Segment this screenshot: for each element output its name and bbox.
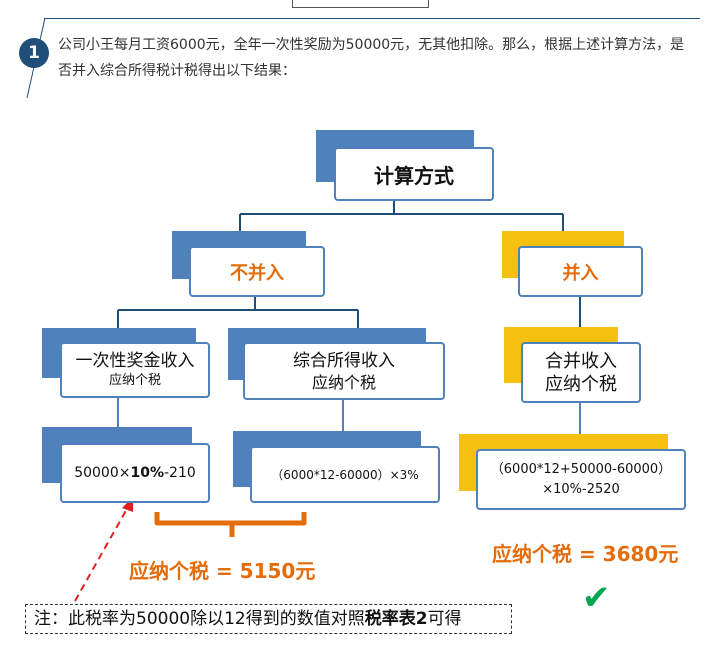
intro-text: 公司小王每月工资6000元，全年一次性奖励为50000元，无其他扣除。那么，根据… [58, 37, 685, 79]
leaf2-node: 综合所得收入 应纳个税 [243, 342, 445, 400]
leaf1-node: 一次性奖金收入 应纳个税 [60, 342, 210, 398]
leaf1-subtitle: 应纳个税 [108, 373, 161, 388]
root-node: 计算方式 [334, 147, 494, 201]
branch-left-node: 不并入 [189, 246, 325, 297]
checkmark-icon: ✔ [582, 578, 611, 618]
leaf3-node: 合并收入 应纳个税 [521, 342, 641, 403]
formula3-line1: （6000*12+50000-60000） [490, 461, 672, 477]
branch-right-node: 并入 [518, 246, 643, 297]
formula2-node: （6000*12-60000）×3% [250, 446, 440, 503]
footnote-box: 注：此税率为50000除以12得到的数值对照税率表2可得 [25, 604, 512, 634]
formula1-part-a: 50000× [74, 465, 131, 481]
formula1-part-c: -210 [164, 465, 196, 481]
branch-left-label: 不并入 [230, 262, 284, 284]
formula1-text: 50000×10%-210 [74, 465, 196, 481]
top-frame [292, 0, 429, 8]
leaf3-subtitle: 应纳个税 [545, 373, 617, 395]
formula3-node: （6000*12+50000-60000） ×10%-2520 [476, 449, 686, 510]
leaf2-subtitle: 应纳个税 [311, 372, 376, 392]
leaf3-title: 合并收入 [545, 350, 617, 372]
formula3-line2: ×10%-2520 [542, 481, 620, 497]
formula1-rate: 10% [130, 465, 164, 481]
step-number-badge: 1 [19, 38, 49, 68]
footnote-suffix: 可得 [427, 609, 462, 629]
result-left: 应纳个税 = 5150元 [129, 559, 316, 583]
formula2-text: （6000*12-60000）×3% [271, 468, 419, 482]
header-rule [44, 18, 700, 19]
result-right: 应纳个税 = 3680元 [492, 542, 679, 566]
leaf1-title: 一次性奖金收入 [75, 351, 195, 371]
footnote-bold: 税率表2 [364, 609, 428, 629]
leaf2-title: 综合所得收入 [293, 350, 395, 371]
branch-right-label: 并入 [562, 262, 599, 284]
root-label: 计算方式 [374, 163, 454, 188]
formula1-node: 50000×10%-210 [60, 443, 210, 503]
footnote-prefix: 注：此税率为50000除以12得到的数值对照 [34, 609, 365, 629]
